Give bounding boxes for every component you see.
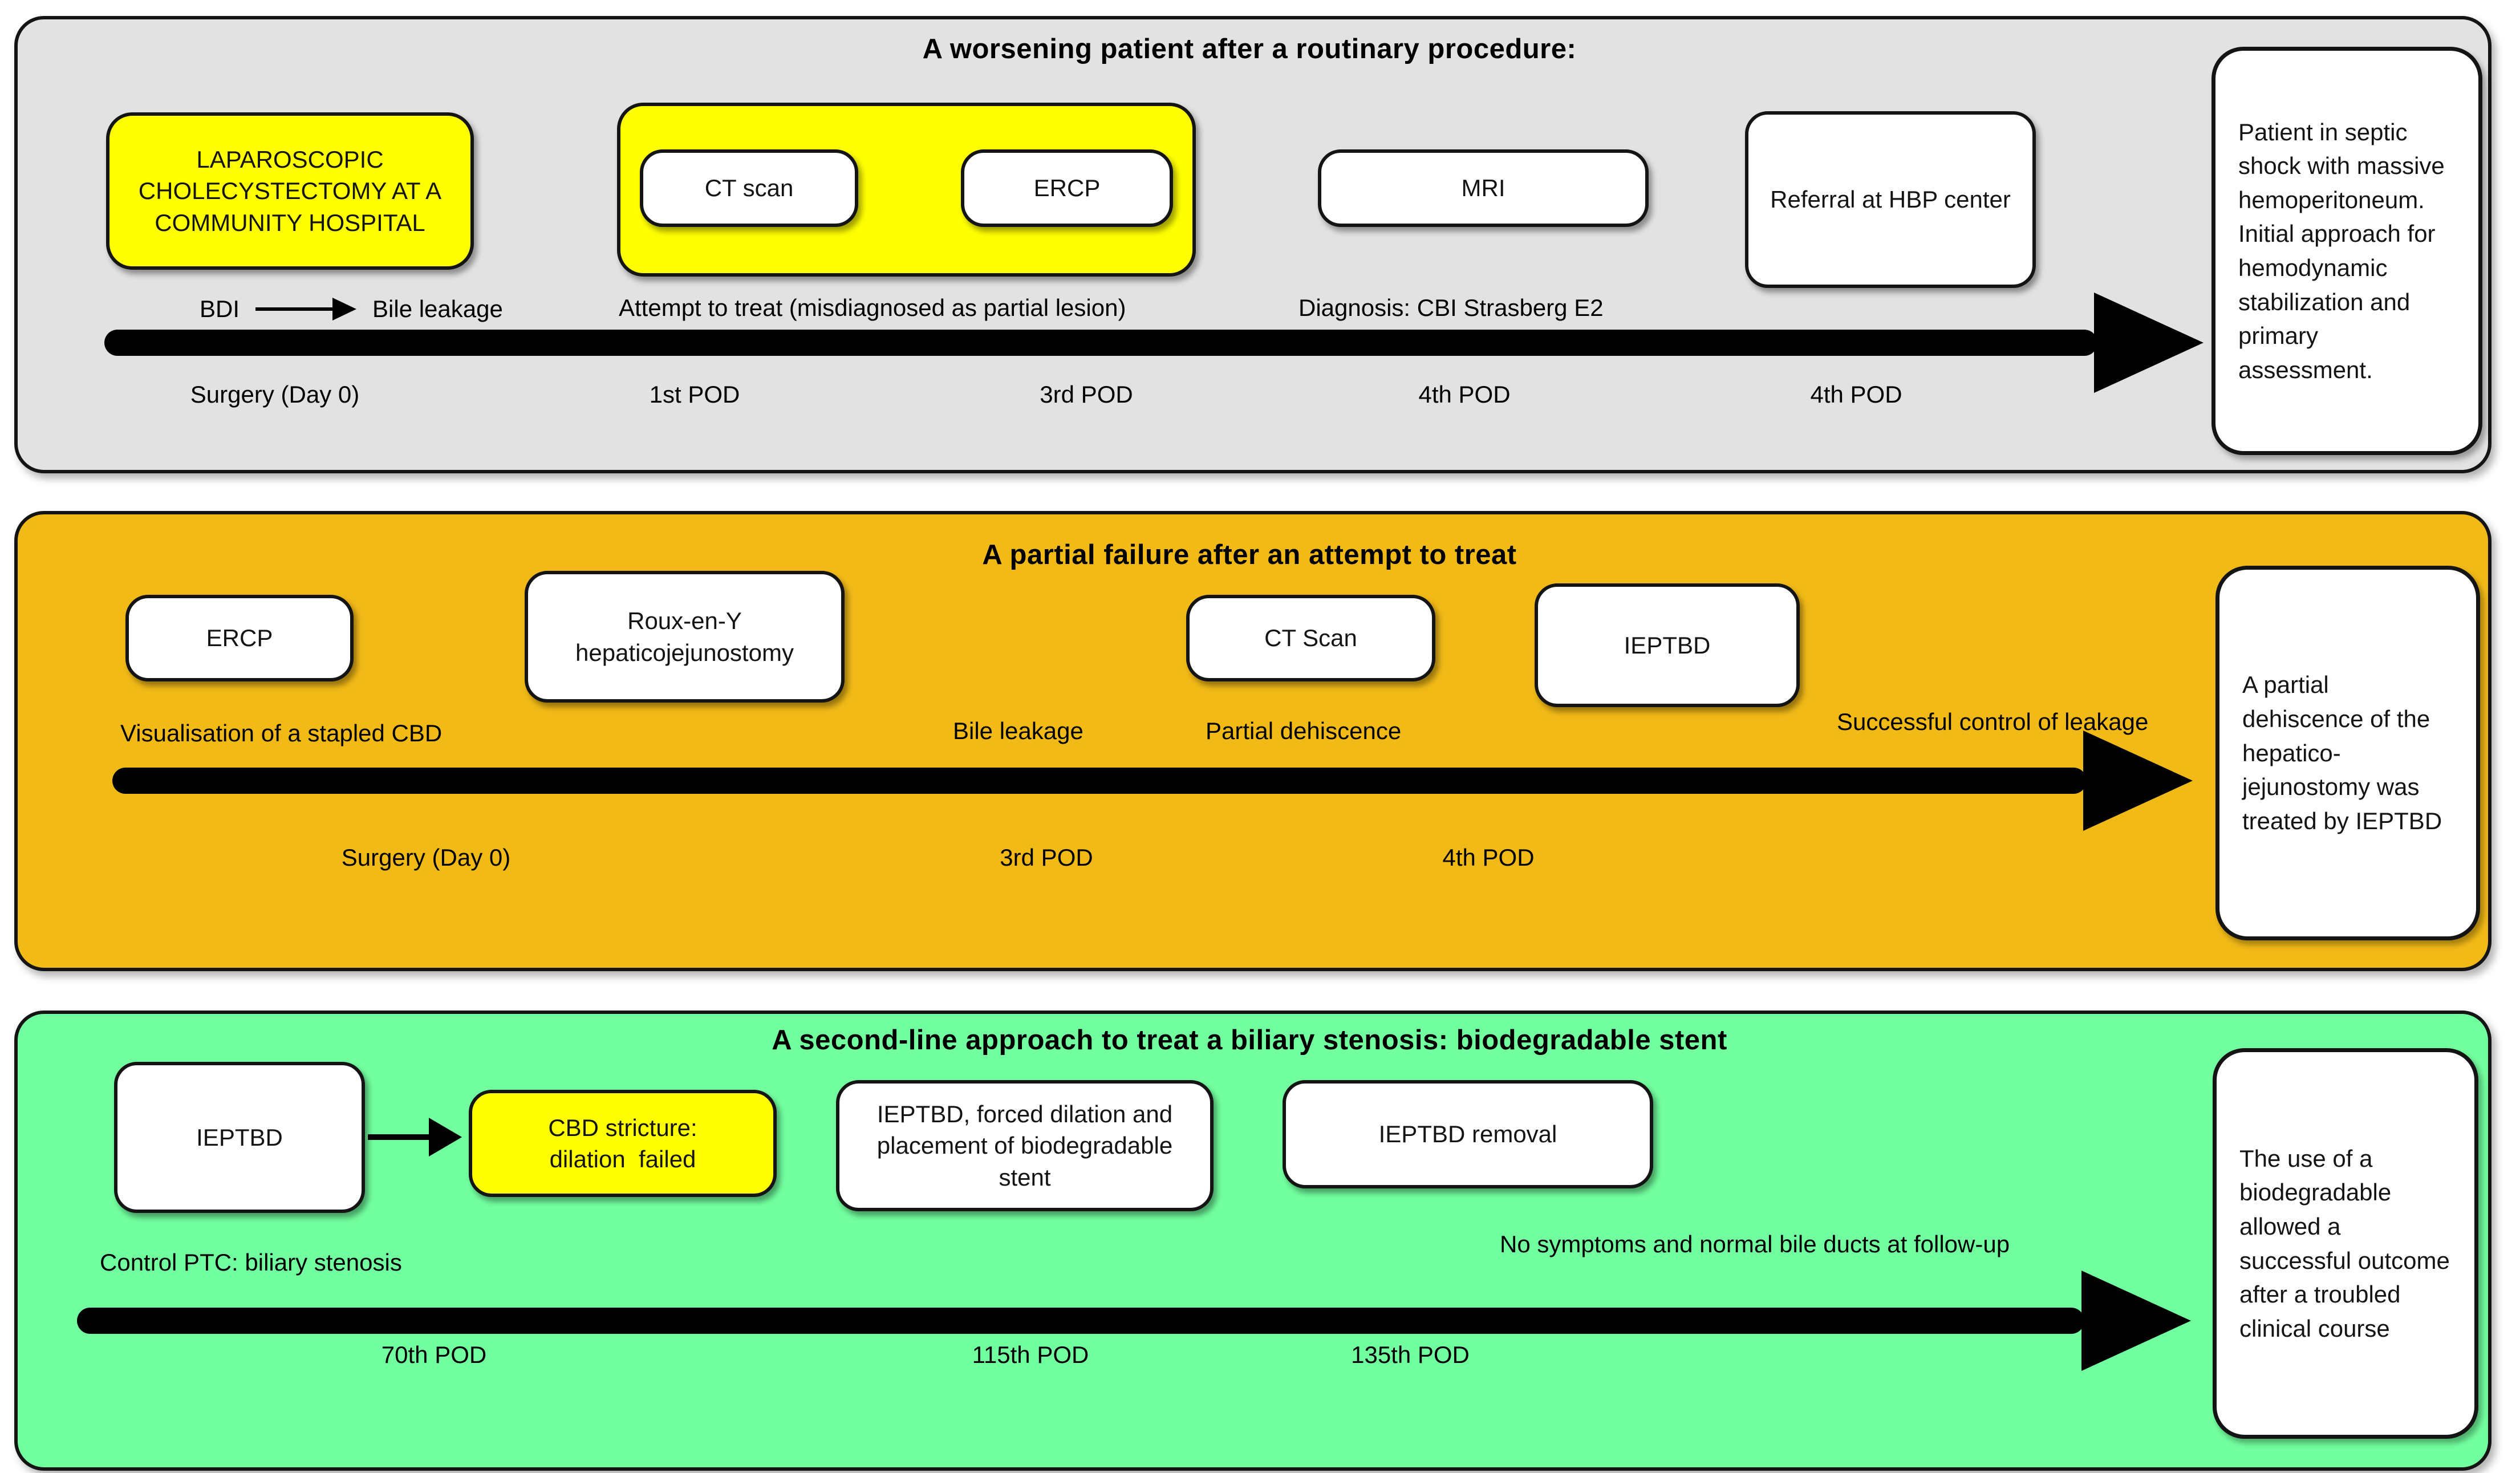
timeline3-shaft bbox=[77, 1308, 2084, 1334]
bdi-arrow-shaft bbox=[255, 307, 333, 311]
panel2-summary-text: A partial dehiscence of the hepatico-jej… bbox=[2242, 671, 2442, 834]
panel2-title: A partial failure after an attempt to tr… bbox=[982, 539, 1517, 570]
panel-second-line bbox=[14, 1011, 2491, 1471]
timeline1-tick-4th-pod-b: 4th POD bbox=[1810, 381, 1902, 408]
panel1-summary-box: Patient in septic shock with massive hem… bbox=[2211, 47, 2482, 455]
timeline1-shaft bbox=[104, 330, 2097, 356]
connector-arrow-head-icon bbox=[429, 1118, 462, 1157]
panel1-title: A worsening patient after a routinary pr… bbox=[922, 34, 1577, 64]
visualisation-label: Visualisation of a stapled CBD bbox=[120, 720, 443, 746]
bdi-bile-leakage-row: BDI Bile leakage bbox=[200, 292, 503, 326]
procedure-box-label: LAPAROSCOPIC CHOLECYSTECTOMY AT A COMMUN… bbox=[138, 145, 442, 236]
procedure-box-laparoscopic: LAPAROSCOPIC CHOLECYSTECTOMY AT A COMMUN… bbox=[106, 112, 474, 270]
panel2-summary-box: A partial dehiscence of the hepatico-jej… bbox=[2215, 566, 2480, 940]
cbd-stricture-line2: dilation failed bbox=[549, 1146, 696, 1172]
mri-label: MRI bbox=[1461, 175, 1505, 202]
timeline1-arrowhead-icon bbox=[2094, 293, 2204, 393]
ercp2-box: ERCP bbox=[125, 595, 354, 681]
partial-dehiscence-label: Partial dehiscence bbox=[1206, 717, 1402, 744]
panel-partial-failure bbox=[14, 511, 2491, 971]
ercp-box: ERCP bbox=[961, 149, 1173, 227]
timeline2-tick-surgery: Surgery (Day 0) bbox=[341, 844, 511, 871]
timeline3-tick-70th: 70th POD bbox=[381, 1341, 487, 1368]
roux-en-y-label: Roux-en-Y hepaticojejunostomy bbox=[575, 607, 794, 666]
timeline1-tick-4th-pod-a: 4th POD bbox=[1418, 381, 1511, 408]
timeline1-tick-1st-pod: 1st POD bbox=[649, 381, 740, 408]
control-ptc-label: Control PTC: biliary stenosis bbox=[100, 1249, 402, 1276]
timeline1-tick-surgery: Surgery (Day 0) bbox=[190, 381, 360, 408]
bdi-label: BDI bbox=[200, 295, 240, 322]
timeline2-tick-4th-pod: 4th POD bbox=[1442, 844, 1535, 871]
ct-scan-label: CT scan bbox=[704, 175, 794, 202]
timeline3-tick-135th: 135th POD bbox=[1351, 1341, 1470, 1368]
timeline3-tick-115th: 115th POD bbox=[972, 1341, 1089, 1368]
ieptbd-removal-label: IEPTBD removal bbox=[1378, 1121, 1557, 1148]
panel3-title: A second-line approach to treat a biliar… bbox=[772, 1025, 1727, 1056]
bile-leakage2-label: Bile leakage bbox=[953, 717, 1084, 744]
followup-label: No symptoms and normal bile ducts at fol… bbox=[1500, 1231, 2010, 1257]
connector-arrow-shaft bbox=[368, 1134, 432, 1140]
diagnosis-label: Diagnosis: CBI Strasberg E2 bbox=[1298, 294, 1604, 321]
ieptbd2-label: IEPTBD bbox=[1624, 631, 1711, 659]
timeline2-shaft bbox=[112, 768, 2087, 794]
cbd-stricture-line1: CBD stricture: bbox=[548, 1114, 697, 1141]
ieptbd3-box: IEPTBD bbox=[114, 1062, 365, 1213]
ct-scan-box: CT scan bbox=[640, 149, 858, 227]
mri-box: MRI bbox=[1318, 149, 1649, 227]
timeline3-arrowhead-icon bbox=[2081, 1271, 2191, 1371]
cbd-stricture-box: CBD stricture: dilation failed bbox=[469, 1090, 777, 1197]
ct-scan2-box: CT Scan bbox=[1186, 595, 1435, 681]
ercp-label: ERCP bbox=[1033, 175, 1101, 202]
panel1-summary-text: Patient in septic shock with massive hem… bbox=[2238, 118, 2445, 383]
ieptbd2-box: IEPTBD bbox=[1535, 583, 1800, 707]
referral-hbp-label: Referral at HBP center bbox=[1770, 186, 2011, 213]
panel3-summary-text: The use of a biodegradable allowed a suc… bbox=[2239, 1145, 2450, 1342]
forced-dilation-box: IEPTBD, forced dilation and placement of… bbox=[836, 1080, 1214, 1211]
bile-leakage-label: Bile leakage bbox=[372, 295, 503, 322]
ct-scan2-label: CT Scan bbox=[1264, 624, 1357, 652]
ieptbd-removal-box: IEPTBD removal bbox=[1283, 1080, 1653, 1188]
forced-dilation-label: IEPTBD, forced dilation and placement of… bbox=[876, 1100, 1173, 1191]
roux-en-y-box: Roux-en-Y hepaticojejunostomy bbox=[525, 571, 845, 703]
timeline1-tick-3rd-pod: 3rd POD bbox=[1040, 381, 1133, 408]
timeline2-tick-3rd-pod: 3rd POD bbox=[1000, 844, 1093, 871]
referral-hbp-box: Referral at HBP center bbox=[1745, 111, 2036, 288]
ieptbd3-label: IEPTBD bbox=[196, 1123, 283, 1151]
attempt-to-treat-label: Attempt to treat (misdiagnosed as partia… bbox=[619, 294, 1126, 321]
panel3-summary-box: The use of a biodegradable allowed a suc… bbox=[2213, 1048, 2478, 1439]
ercp2-label: ERCP bbox=[206, 624, 273, 652]
bdi-arrow-head-icon bbox=[332, 298, 357, 320]
timeline2-arrowhead-icon bbox=[2083, 731, 2193, 831]
